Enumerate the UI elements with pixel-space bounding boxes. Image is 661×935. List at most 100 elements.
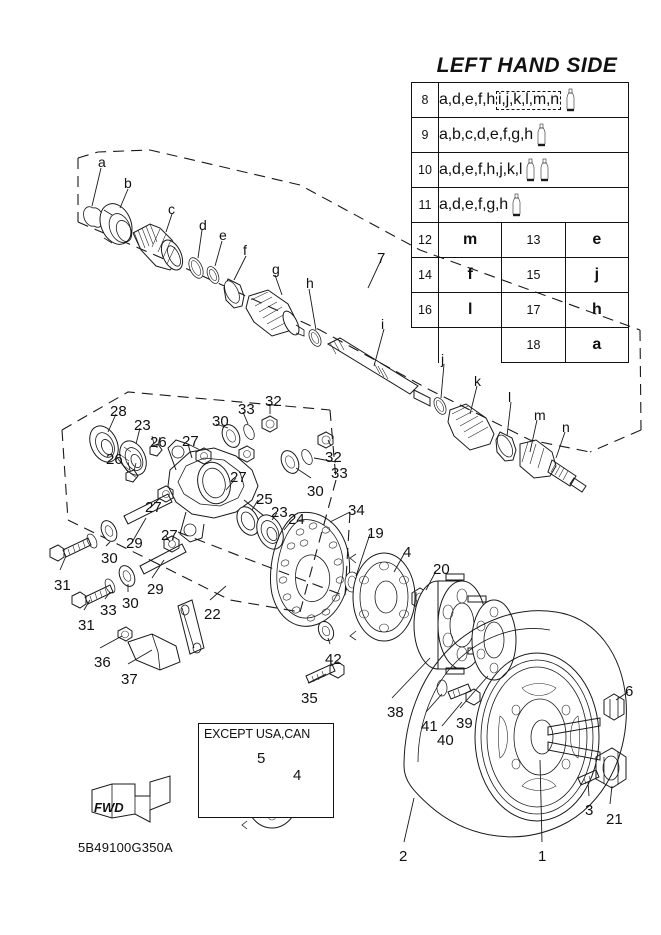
callout-letter-l: l (508, 389, 512, 405)
callout-number-32: 32 (265, 393, 282, 410)
row-index: 14 (411, 257, 439, 293)
callout-number-24: 24 (288, 511, 305, 528)
callout-letter-i: i (381, 316, 385, 332)
row-index: 15 (501, 257, 566, 293)
row-value-plain: a,d,e,f,g,h (439, 196, 508, 214)
row-value-plain: a,d,e,f,h (439, 91, 496, 109)
table-row: 12 m 13 e (411, 222, 630, 258)
callout-number-30: 30 (101, 550, 118, 567)
row-value: j (564, 257, 630, 293)
callout-letter-e: e (219, 227, 227, 243)
row-index: 17 (501, 292, 566, 328)
callout-number-23: 23 (271, 504, 288, 521)
callout-number-1: 1 (538, 848, 547, 865)
row-index: 16 (411, 292, 439, 328)
callout-number-28: 28 (110, 403, 127, 420)
grease-tube-icon (537, 123, 546, 147)
callout-letter-n: n (562, 419, 570, 435)
table-row: 14 f 15 j (411, 257, 630, 293)
row-value-plain: a,d,e,f,h,j,k,l (439, 161, 523, 179)
callout-number-27: 27 (145, 499, 162, 516)
row-value: a,d,e,f,h,j,k,l (438, 152, 629, 188)
callout-number-30: 30 (307, 483, 324, 500)
callout-number-26: 26 (106, 451, 123, 468)
row-index: 10 (411, 152, 439, 188)
callout-letter-c: c (168, 201, 175, 217)
row-index: 12 (411, 222, 439, 258)
callout-number-22: 22 (204, 606, 221, 623)
table-row: 18 a (411, 327, 630, 363)
callout-letter-b: b (124, 175, 132, 191)
callout-letter-h: h (306, 275, 314, 291)
callout-letter-j: j (441, 351, 445, 367)
row-value: e (564, 222, 630, 258)
callout-number-39: 39 (456, 715, 473, 732)
callout-number-30: 30 (212, 413, 229, 430)
callout-number-29: 29 (147, 581, 164, 598)
callout-number-7: 7 (377, 250, 386, 267)
grease-tube-icons (536, 123, 547, 147)
row-value: l (437, 292, 503, 328)
inset-label: EXCEPT USA,CAN (204, 727, 311, 741)
row-value-boxed: i,j,k,l,m,n (496, 91, 561, 111)
table-row: 16 l 17 h (411, 292, 630, 328)
callout-number-35: 35 (301, 690, 318, 707)
row-value: h (564, 292, 630, 328)
callout-number-21: 21 (606, 811, 623, 828)
grease-tube-icon (566, 88, 575, 112)
table-row: 10 a,d,e,f,h,j,k,l (411, 152, 629, 188)
callout-number-27: 27 (230, 469, 247, 486)
callout-number-37: 37 (121, 671, 138, 688)
callout-number-31: 31 (78, 617, 95, 634)
callout-number-4: 4 (403, 544, 412, 561)
callout-number-27: 27 (182, 433, 199, 450)
callout-number-27: 27 (161, 527, 178, 544)
row-index: 13 (501, 222, 566, 258)
callout-letter-a: a (98, 154, 106, 170)
row-spacer (438, 327, 503, 363)
callout-letter-g: g (272, 261, 280, 277)
grease-tube-icon (526, 158, 535, 182)
row-value: a (564, 327, 630, 363)
table-title: LEFT HAND SIDE (436, 54, 618, 77)
row-spacer (411, 327, 439, 363)
callout-number-6: 6 (625, 683, 634, 700)
callout-number-38: 38 (387, 704, 404, 721)
grease-tube-icons (565, 88, 576, 112)
callout-number-40: 40 (437, 732, 454, 749)
row-index: 9 (411, 117, 439, 153)
table-row: 9 a,b,c,d,e,f,g,h (411, 117, 629, 153)
callout-number-4: 4 (293, 767, 302, 784)
callout-number-31: 31 (54, 577, 71, 594)
callout-letter-k: k (474, 373, 481, 389)
row-value: a,d,e,f,g,h (438, 187, 629, 223)
row-index: 11 (411, 187, 439, 223)
callout-number-42: 42 (325, 651, 342, 668)
callout-number-36: 36 (94, 654, 111, 671)
grease-tube-icon (540, 158, 549, 182)
callout-letter-f: f (243, 242, 247, 258)
callout-number-3: 3 (585, 802, 594, 819)
callout-number-25: 25 (256, 491, 273, 508)
callout-number-26: 26 (150, 434, 167, 451)
callout-number-33: 33 (238, 401, 255, 418)
row-value: m (437, 222, 503, 258)
callout-number-29: 29 (126, 535, 143, 552)
grease-tube-icon (512, 193, 521, 217)
except-usa-can-inset (198, 723, 334, 818)
table-row: 11 a,d,e,f,g,h (411, 187, 629, 223)
grease-tube-icons (525, 158, 550, 182)
callout-number-5: 5 (257, 750, 266, 767)
callout-number-19: 19 (367, 525, 384, 542)
callout-number-2: 2 (399, 848, 408, 865)
grease-tube-icons (511, 193, 522, 217)
fwd-arrow-label: FWD (94, 800, 124, 815)
callout-number-41: 41 (421, 718, 438, 735)
diagram-id-code: 5B49100G350A (78, 840, 173, 855)
callout-number-23: 23 (134, 417, 151, 434)
callout-number-20: 20 (433, 561, 450, 578)
